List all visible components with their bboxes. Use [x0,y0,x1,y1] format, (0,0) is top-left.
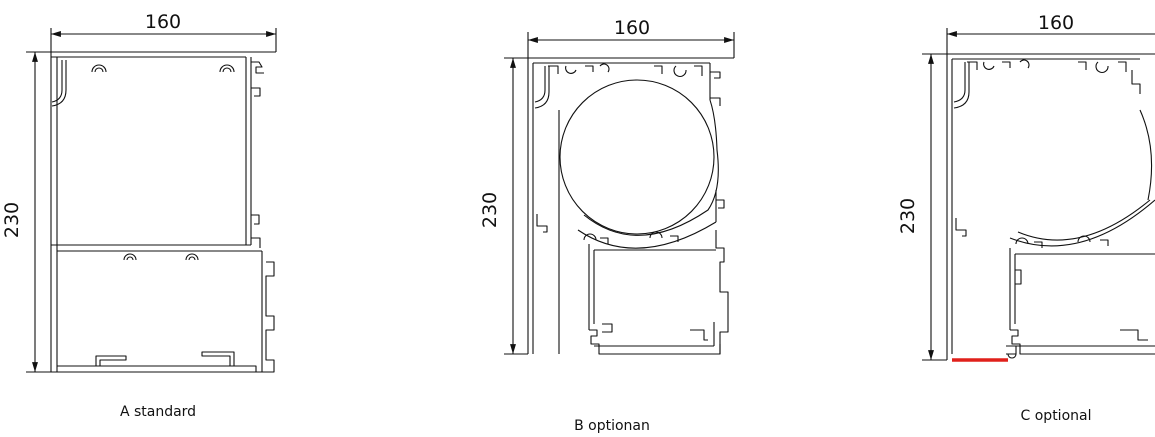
width-label-a: 160 [145,11,181,33]
figure-c: 160 230 [897,12,1155,424]
caption-c: C optional [1021,408,1092,424]
height-dimension-b: 230 [479,57,528,355]
height-dimension-a: 230 [1,51,51,373]
height-dimension-c: 230 [897,53,947,361]
width-dimension-b: 160 [527,17,735,58]
width-dimension-c: 160 [946,12,1155,54]
width-label-c: 160 [1038,12,1074,34]
caption-b: B optionan [574,418,650,434]
caption-a: A standard [120,404,196,420]
profile-section-c [946,53,1155,362]
width-dimension-a: 160 [50,11,277,52]
width-label-b: 160 [614,17,650,39]
height-label-c: 230 [897,198,919,234]
height-label-a: 230 [1,202,23,238]
profile-section-a [50,51,276,373]
figure-b: 160 230 [479,17,735,434]
profile-section-b [527,57,734,355]
figure-a: 160 230 [1,11,277,420]
height-label-b: 230 [479,192,501,228]
